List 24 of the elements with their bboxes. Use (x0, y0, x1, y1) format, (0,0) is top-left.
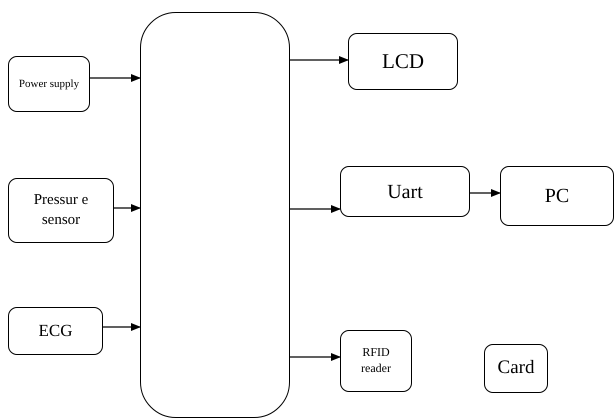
block-label: Card (498, 356, 534, 380)
arrow (103, 323, 141, 331)
block-box (348, 33, 458, 90)
block-box (8, 178, 114, 243)
arrow (114, 204, 141, 212)
arrow (290, 353, 341, 361)
arrow (290, 205, 341, 213)
block-label: Uart (387, 180, 423, 204)
block-box (8, 307, 103, 355)
block-box (484, 344, 548, 393)
block-label: LCD (382, 48, 424, 75)
block-box (340, 330, 412, 392)
arrow (90, 74, 141, 82)
block-box (340, 166, 470, 217)
block-label: ECG (38, 320, 72, 342)
block-label: Pressur e sensor (32, 191, 90, 230)
arrow (470, 189, 501, 197)
block-box (8, 56, 90, 112)
block-label: Power supply (18, 76, 80, 92)
processor-box (140, 12, 290, 418)
arrow (290, 56, 349, 64)
block-label: PC (544, 184, 570, 209)
block-label: RFID reader (360, 345, 392, 377)
block-box (500, 166, 614, 226)
